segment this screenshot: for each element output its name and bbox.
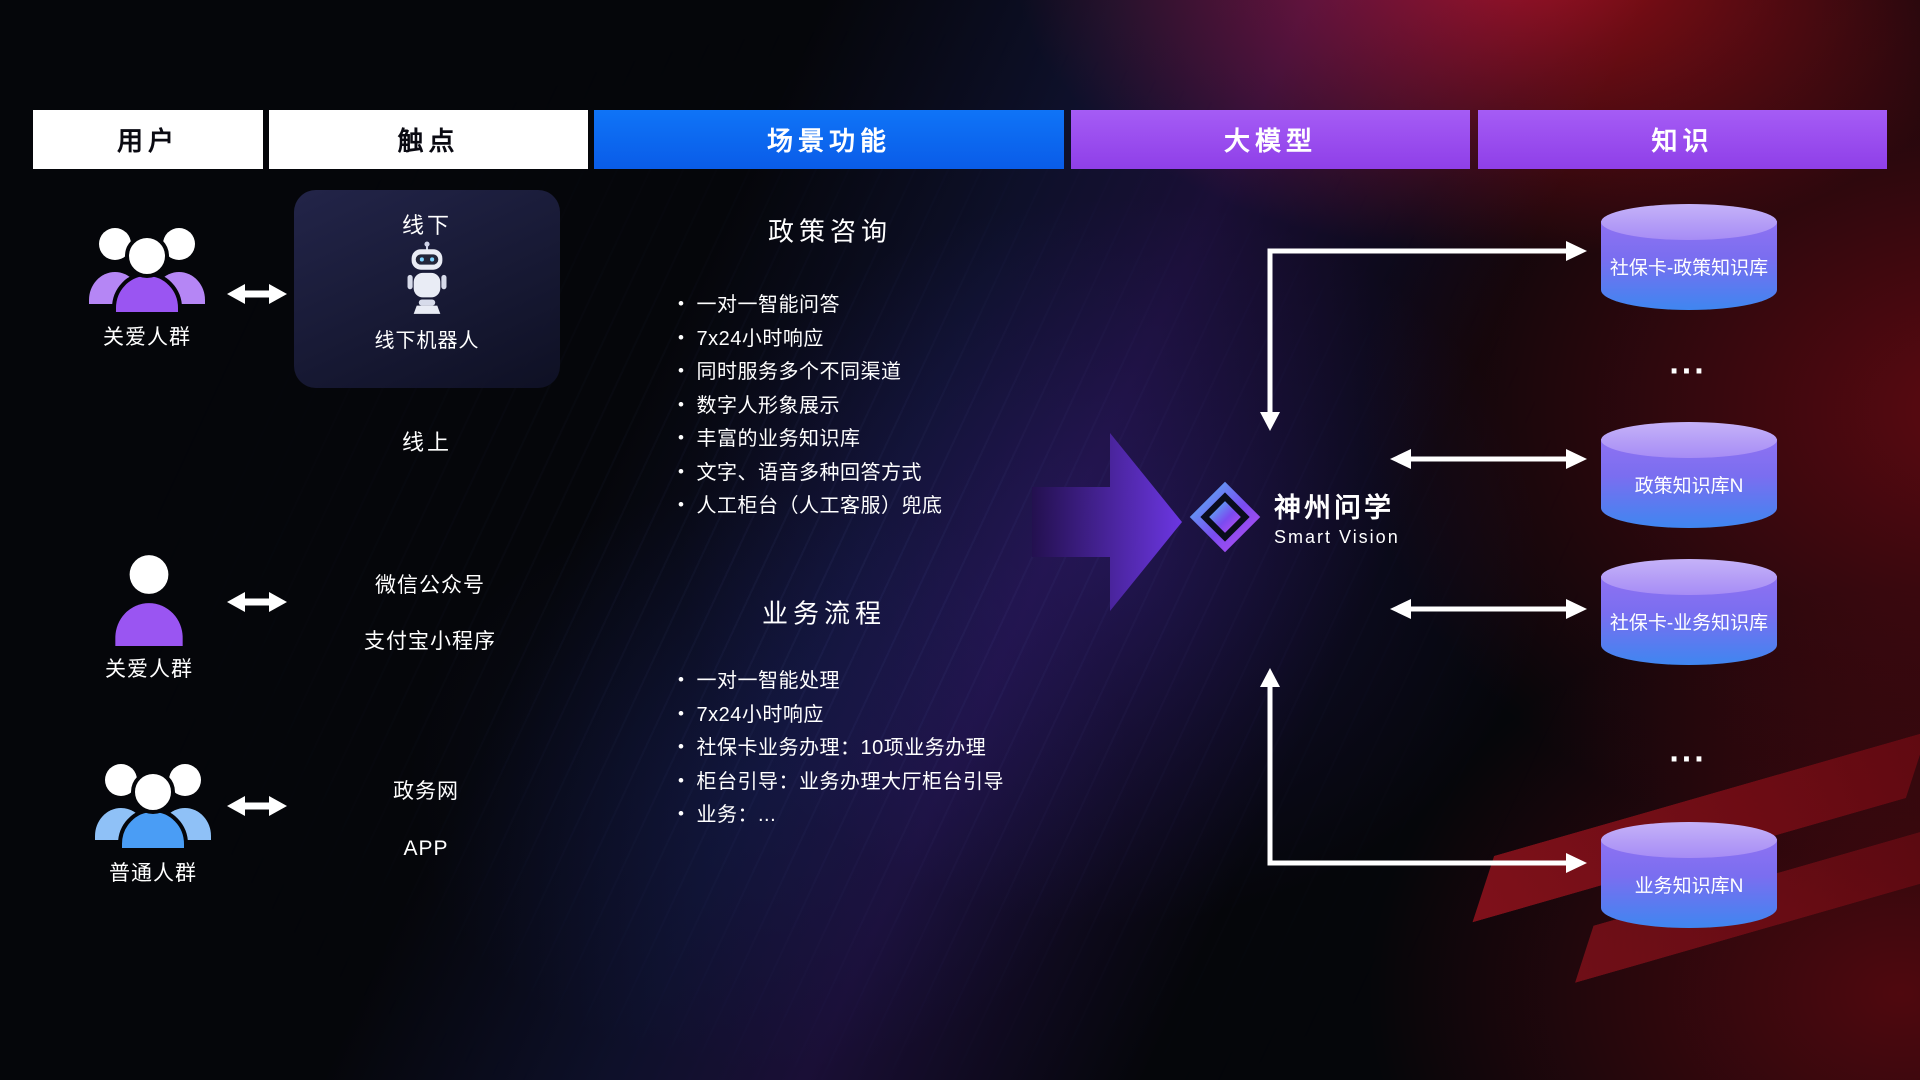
flow-arrow [1032, 433, 1182, 611]
column-header-users: 用户 [33, 110, 263, 169]
database-icon-top [1601, 822, 1777, 858]
feature-item: 社保卡业务办理：10项业务办理 [678, 732, 1004, 766]
general-group-icon [95, 764, 211, 852]
user-care-group-2: 关爱人群 [69, 548, 229, 683]
touchpoint-gov-web: 政务网 [393, 780, 459, 803]
offline-touchpoint-card: 线下 线下机器人 [294, 190, 560, 388]
column-header-scenarios: 场景功能 [594, 110, 1064, 169]
feature-item: 一对一智能处理 [678, 665, 1004, 699]
kb-business-n: 业务知识库N [1601, 822, 1777, 928]
robot-icon [407, 241, 447, 314]
feature-item: 文字、语音多种回答方式 [678, 457, 942, 491]
ellipsis-more-kb: ... [1669, 343, 1707, 382]
kb-label: 政策知识库N [1634, 476, 1744, 498]
column-header-knowledge: 知识 [1478, 110, 1887, 169]
model-subtitle: Smart Vision [1274, 527, 1400, 547]
feature-item: 一对一智能问答 [678, 289, 942, 323]
user-group-label: 关爱人群 [103, 326, 191, 349]
feature-item: 同时服务多个不同渠道 [678, 356, 942, 390]
kb-social-business: 社保卡-业务知识库 [1601, 559, 1777, 665]
feature-item: 柜台引导：业务办理大厅柜台引导 [678, 766, 1004, 800]
kb-social-policy: 社保卡-政策知识库 [1601, 204, 1777, 310]
model-brand-text: 神州问学 Smart Vision [1274, 486, 1400, 548]
feature-item: 数字人形象展示 [678, 390, 942, 424]
online-label: 线上 [401, 430, 453, 455]
care-group-icon [89, 228, 205, 316]
model-name: 神州问学 [1274, 493, 1394, 523]
user-group-label: 普通人群 [109, 862, 197, 885]
offline-label: 线下 [401, 213, 452, 238]
feature-item: 丰富的业务知识库 [678, 423, 942, 457]
touchpoint-alipay: 支付宝小程序 [364, 630, 496, 653]
kb-policy-n: 政策知识库N [1601, 422, 1777, 528]
kb-label: 社保卡-政策知识库 [1609, 258, 1769, 280]
scenario-title-business: 业务流程 [761, 598, 887, 629]
kb-label: 业务知识库N [1634, 876, 1744, 898]
feature-item: 人工柜台（人工客服）兜底 [678, 490, 942, 524]
database-icon-top [1601, 204, 1777, 240]
touchpoint-app: APP [403, 837, 449, 860]
smart-vision-logo-icon [1189, 481, 1261, 553]
touchpoint-wechat: 微信公众号 [375, 574, 485, 597]
column-header-model: 大模型 [1071, 110, 1470, 169]
scenario-business-list: 一对一智能处理 7x24小时响应 社保卡业务办理：10项业务办理 柜台引导：业务… [678, 665, 1004, 833]
user-group-label: 关爱人群 [105, 658, 193, 681]
feature-item: 业务：... [678, 799, 1004, 833]
user-care-group-1: 关爱人群 [67, 210, 227, 351]
bidirectional-arrow-icon [227, 592, 287, 612]
column-header-touchpoints: 触点 [269, 110, 588, 169]
user-general-group: 普通人群 [73, 746, 233, 887]
kb-label: 社保卡-业务知识库 [1609, 613, 1769, 635]
model-brand: 神州问学 Smart Vision [1188, 480, 1400, 554]
scenario-title-policy: 政策咨询 [767, 216, 893, 247]
feature-item: 7x24小时响应 [678, 699, 1004, 733]
care-person-icon [115, 555, 183, 646]
feature-item: 7x24小时响应 [678, 323, 942, 357]
database-icon-top [1601, 559, 1777, 595]
offline-robot-label: 线下机器人 [374, 330, 480, 352]
scenario-policy-list: 一对一智能问答 7x24小时响应 同时服务多个不同渠道 数字人形象展示 丰富的业… [678, 289, 942, 524]
bidirectional-arrow-icon [227, 796, 287, 816]
bidirectional-arrow-icon [227, 284, 287, 304]
ellipsis-more-kb: ... [1669, 731, 1707, 770]
database-icon-top [1601, 422, 1777, 458]
